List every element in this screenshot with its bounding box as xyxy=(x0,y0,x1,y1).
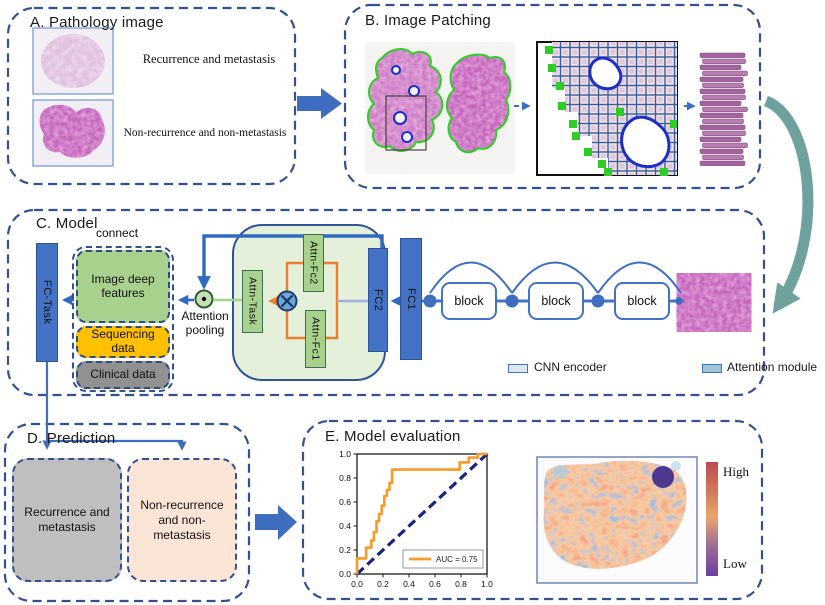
image-deep-features-label: Image deep features xyxy=(91,271,155,300)
fc-task-label: FC-Task xyxy=(41,280,53,325)
colorbar-low-label: Low xyxy=(723,556,747,571)
sequencing-data-label: Sequencing data xyxy=(91,327,155,355)
fc-task-bar: FC-Task xyxy=(36,243,58,362)
clinical-data-box: Clinical data xyxy=(76,361,170,389)
panel-c-title: C. Model xyxy=(36,215,98,232)
svg-text:0.4: 0.4 xyxy=(403,579,415,589)
svg-text:0.6: 0.6 xyxy=(339,497,351,507)
svg-text:0.4: 0.4 xyxy=(339,521,351,531)
prediction-recurrence-box: Recurrence and metastasis xyxy=(12,458,122,582)
patch-stack xyxy=(699,52,748,166)
attn-fc1-label: Attn-Fc1 xyxy=(309,317,322,361)
sequencing-data-box: Sequencing data xyxy=(76,326,170,358)
panel-e-title: E. Model evaluation xyxy=(325,428,461,445)
prediction-nonrecurrence-label: Non-recurrence and non-metastasis xyxy=(140,497,224,542)
wsi-annotated-image xyxy=(365,42,515,174)
panel-d-border xyxy=(3,422,251,603)
svg-text:0.2: 0.2 xyxy=(339,545,351,555)
attention-module-legend: Attention module xyxy=(727,360,818,374)
connect-group xyxy=(72,246,174,392)
clinical-data-label: Clinical data xyxy=(90,367,156,382)
tumor-contour-small xyxy=(588,56,623,91)
heatmap-dark-region xyxy=(652,466,674,488)
panel-a-title: A. Pathology image xyxy=(30,14,164,31)
attn-fc2-box: Attn-Fc2 xyxy=(303,234,324,292)
pathology-image-recurrence xyxy=(32,27,114,95)
panel-e-border xyxy=(301,419,764,601)
cnn-block-2: block xyxy=(528,282,584,320)
fc2-label: FC2 xyxy=(372,288,384,312)
pathology-image-nonrecurrence xyxy=(32,99,114,167)
patch-grid-image xyxy=(533,38,682,178)
panel-b-title: B. Image Patching xyxy=(365,12,491,29)
connect-label: connect xyxy=(96,226,139,240)
attention-module-swatch xyxy=(702,364,722,373)
panel-c-border xyxy=(6,208,766,397)
svg-text:1.0: 1.0 xyxy=(481,579,493,589)
block-label-1: block xyxy=(454,294,484,308)
panel-b-border xyxy=(343,3,762,190)
roi-rectangle xyxy=(385,95,427,151)
svg-text:0.8: 0.8 xyxy=(455,579,467,589)
block-label-3: block xyxy=(627,294,657,308)
fc1-bar: FC1 xyxy=(400,238,422,360)
attention-heatmap-image xyxy=(536,456,698,584)
attn-fc1-box: Attn-Fc1 xyxy=(305,310,326,368)
panel-d-title: D. Prediction xyxy=(27,430,116,447)
svg-text:0.0: 0.0 xyxy=(339,569,351,579)
attn-task-label: Attn-Task xyxy=(246,277,259,326)
svg-text:0.6: 0.6 xyxy=(429,579,441,589)
svg-text:1.0: 1.0 xyxy=(339,449,351,459)
colorbar-high-label: High xyxy=(723,464,749,479)
label-recurrence: Recurrence and metastasis xyxy=(142,52,276,66)
cnn-encoder-swatch xyxy=(508,364,528,373)
svg-text:0.8: 0.8 xyxy=(339,473,351,483)
cnn-block-1: block xyxy=(441,282,497,320)
patch-image xyxy=(683,278,745,327)
svg-text:AUC = 0.75: AUC = 0.75 xyxy=(436,555,478,564)
attn-fc2-label: Attn-Fc2 xyxy=(307,241,320,285)
cnn-encoder-legend: CNN encoder xyxy=(534,360,607,374)
attn-task-box: Attn-Task xyxy=(242,270,263,333)
fc1-label: FC1 xyxy=(405,287,417,311)
heatmap-colorbar xyxy=(706,462,718,576)
svg-text:0.0: 0.0 xyxy=(351,579,363,589)
label-nonrecurrence: Non-recurrence and non-metastasis xyxy=(123,127,287,139)
block-label-2: block xyxy=(541,294,571,308)
panel-a-border xyxy=(6,6,297,186)
prediction-nonrecurrence-box: Non-recurrence and non-metastasis xyxy=(127,458,237,582)
svg-text:0.2: 0.2 xyxy=(377,579,389,589)
attention-pooling-label: Attention pooling xyxy=(181,309,229,338)
cnn-block-3: block xyxy=(614,282,670,320)
tumor-contour-large xyxy=(620,115,671,168)
prediction-recurrence-label: Recurrence and metastasis xyxy=(24,505,110,534)
fc2-bar: FC2 xyxy=(368,248,388,352)
image-deep-features-box: Image deep features xyxy=(76,250,170,323)
